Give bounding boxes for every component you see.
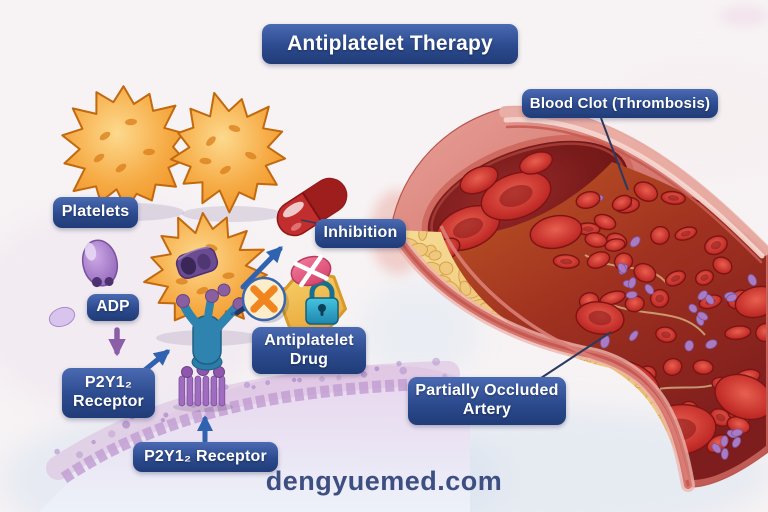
orange-cross-circle-icon <box>241 276 289 323</box>
page-title: Antiplatelet Therapy <box>262 24 518 64</box>
pointer-line-blood-clot <box>600 117 629 191</box>
label-adp: ADP <box>87 294 139 321</box>
label-line: Drug <box>289 350 329 368</box>
arrow-platelet-to-capsule <box>240 246 283 290</box>
label-p2y12-receptor-box: P2Y1₂ Receptor <box>62 368 155 418</box>
pointer-line-artery <box>540 331 612 379</box>
watermark-text: dengyuemed.com <box>265 466 503 496</box>
platelet-dense-granule <box>217 283 231 297</box>
label-blood-clot: Blood Clot (Thrombosis) <box>522 89 718 118</box>
p2y12-transmembrane-receptor-icon <box>173 363 233 412</box>
red-capsule-pill-icon <box>276 177 348 237</box>
label-line: Receptor <box>73 393 144 410</box>
label-antiplatelet-drug: Antiplatelet Drug <box>252 327 366 374</box>
label-platelets: Platelets <box>53 197 138 228</box>
pointer-lines <box>300 117 629 379</box>
pointer-line-inhibition <box>300 219 317 224</box>
label-line: P2Y1₂ <box>84 374 133 392</box>
label-line: Partially Occluded <box>415 382 559 400</box>
activated-receptor-icon <box>176 289 246 371</box>
label-line: Antiplatelet <box>264 331 354 349</box>
label-partially-occluded-artery: Partially Occluded Artery <box>408 377 566 425</box>
label-p2y12-membrane: P2Y1₂ Receptor <box>133 442 278 472</box>
teal-padlock-icon <box>305 280 339 325</box>
platelet-granule-icon <box>175 246 219 280</box>
red-blood-cells-in-opening <box>429 151 633 263</box>
label-inhibition: Inhibition <box>315 219 406 248</box>
crossed-out-pill-icon <box>290 254 332 288</box>
label-line: Artery <box>462 401 512 418</box>
